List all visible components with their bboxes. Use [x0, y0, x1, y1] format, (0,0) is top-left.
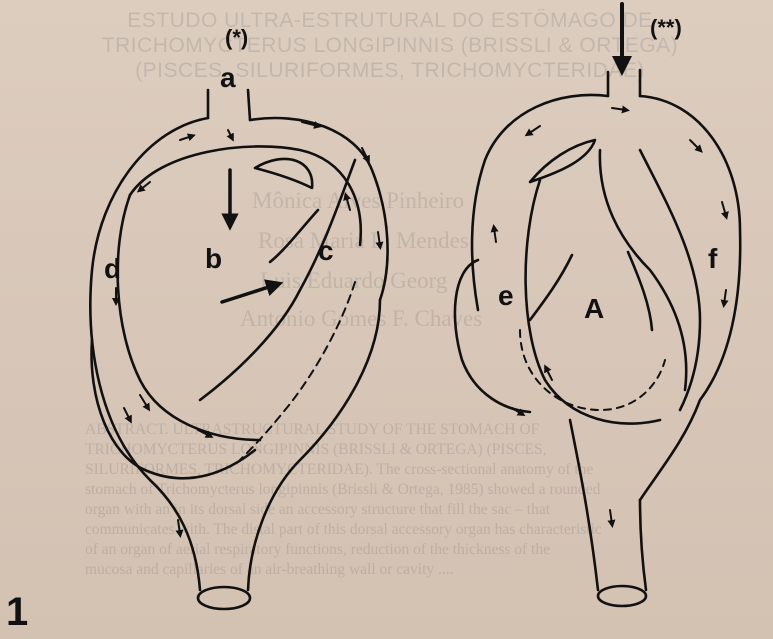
left-lower-right [248, 300, 380, 590]
left-small-arrow [378, 232, 380, 246]
right-small-arrow [546, 368, 552, 380]
left-hook [255, 159, 312, 188]
left-lower-sac [92, 340, 255, 478]
right-hook [530, 140, 595, 182]
right-outer-wall [472, 95, 608, 310]
right-s-curve [600, 150, 686, 390]
right-small-arrow [610, 510, 612, 524]
figure-number: 1 [6, 592, 28, 632]
right-pylorus [598, 586, 646, 606]
label-f: f [708, 243, 718, 274]
left-marker-label: (*) [225, 25, 248, 50]
right-fold-1 [530, 255, 572, 320]
right-small-arrow [724, 290, 726, 304]
left-stomach [90, 90, 387, 609]
left-small-arrow [228, 130, 232, 138]
label-c: c [318, 235, 334, 266]
left-small-arrow [180, 136, 192, 140]
right-small-arrow [722, 202, 726, 216]
left-channel [200, 160, 355, 400]
left-small-arrow [124, 408, 130, 420]
left-small-arrow [140, 395, 148, 408]
label-a: a [220, 62, 236, 93]
left-outer-wall [90, 118, 208, 590]
right-left-bulge [455, 260, 530, 412]
right-esophagus [608, 70, 640, 96]
label-e: e [498, 280, 514, 311]
left-flow-arrow-right [222, 285, 275, 302]
right-lower-right [640, 500, 646, 590]
label-b: b [205, 243, 222, 274]
right-marker-label: (**) [650, 15, 682, 40]
right-small-arrow [494, 228, 496, 242]
right-fold-2 [628, 252, 652, 330]
right-lower-left [570, 420, 598, 590]
left-hook-tail [270, 210, 318, 262]
label-d: d [104, 253, 121, 284]
right-small-arrow [612, 108, 626, 110]
left-pylorus [198, 587, 250, 609]
left-inner-wall [118, 195, 260, 440]
left-small-arrow [178, 520, 180, 534]
right-small-arrow [690, 140, 700, 150]
right-inner-right [640, 150, 700, 410]
left-esophagus [208, 90, 250, 120]
left-dashed-line [240, 282, 355, 460]
left-small-arrow [346, 196, 350, 210]
label-A: A [584, 293, 604, 324]
right-small-arrow [528, 126, 540, 134]
left-inner-loop [130, 146, 361, 245]
